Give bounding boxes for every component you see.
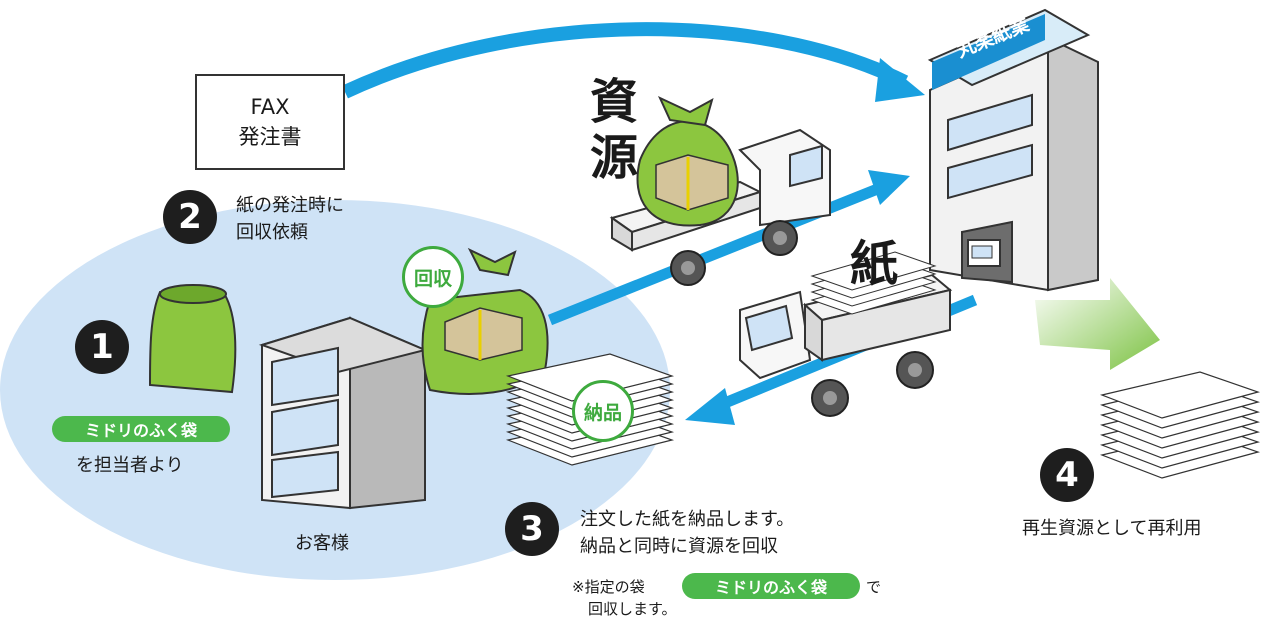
resource-char-1: 資 — [590, 74, 639, 130]
full-bag-customer — [421, 247, 549, 395]
order-arrow — [342, 22, 909, 99]
step-3-note-prefix: ※指定の袋 — [572, 578, 645, 596]
step-3-note-line2: 回収します。 — [588, 600, 677, 618]
step-3-line2: 納品と同時に資源を回収 — [580, 536, 778, 557]
resource-arrow-head — [868, 170, 910, 205]
fax-label: FAX — [250, 95, 290, 119]
collect-badge: 回収 — [402, 246, 464, 308]
paper-stack-recycled — [1099, 371, 1261, 479]
order-arrow-head — [875, 58, 925, 102]
order-form-label: 発注書 — [238, 125, 302, 149]
step-3-number: 3 — [505, 502, 559, 556]
resource-char-2: 源 — [590, 130, 639, 186]
customer-building — [258, 316, 429, 510]
empty-green-bag — [148, 284, 237, 394]
paper-char: 紙 — [850, 236, 899, 292]
fax-order-form: FAX 発注書 — [195, 74, 345, 170]
step-4-caption: 再生資源として再利用 — [1022, 518, 1202, 539]
delivery-arrow-head — [685, 388, 735, 425]
deliver-badge: 納品 — [572, 380, 634, 442]
step-3-note-suffix: で — [866, 578, 882, 596]
resource-truck — [609, 95, 831, 286]
step-1-caption: を担当者より — [76, 455, 184, 476]
step-2-number: 2 — [163, 190, 217, 244]
customer-label: お客様 — [295, 533, 349, 554]
step-4-number: 4 — [1040, 448, 1094, 502]
step-1-bag-pill: ミドリのふく袋 — [52, 416, 230, 442]
paper-truck — [739, 251, 953, 417]
step-3-note-pill: ミドリのふく袋 — [682, 573, 860, 599]
step-2-line2: 回収依頼 — [236, 222, 308, 243]
step-1-number: 1 — [75, 320, 129, 374]
step-2-line1: 紙の発注時に — [236, 195, 344, 216]
company-building — [927, 8, 1099, 292]
step-3-line1: 注文した紙を納品します。 — [580, 509, 795, 530]
recycle-arrow — [1035, 278, 1160, 370]
